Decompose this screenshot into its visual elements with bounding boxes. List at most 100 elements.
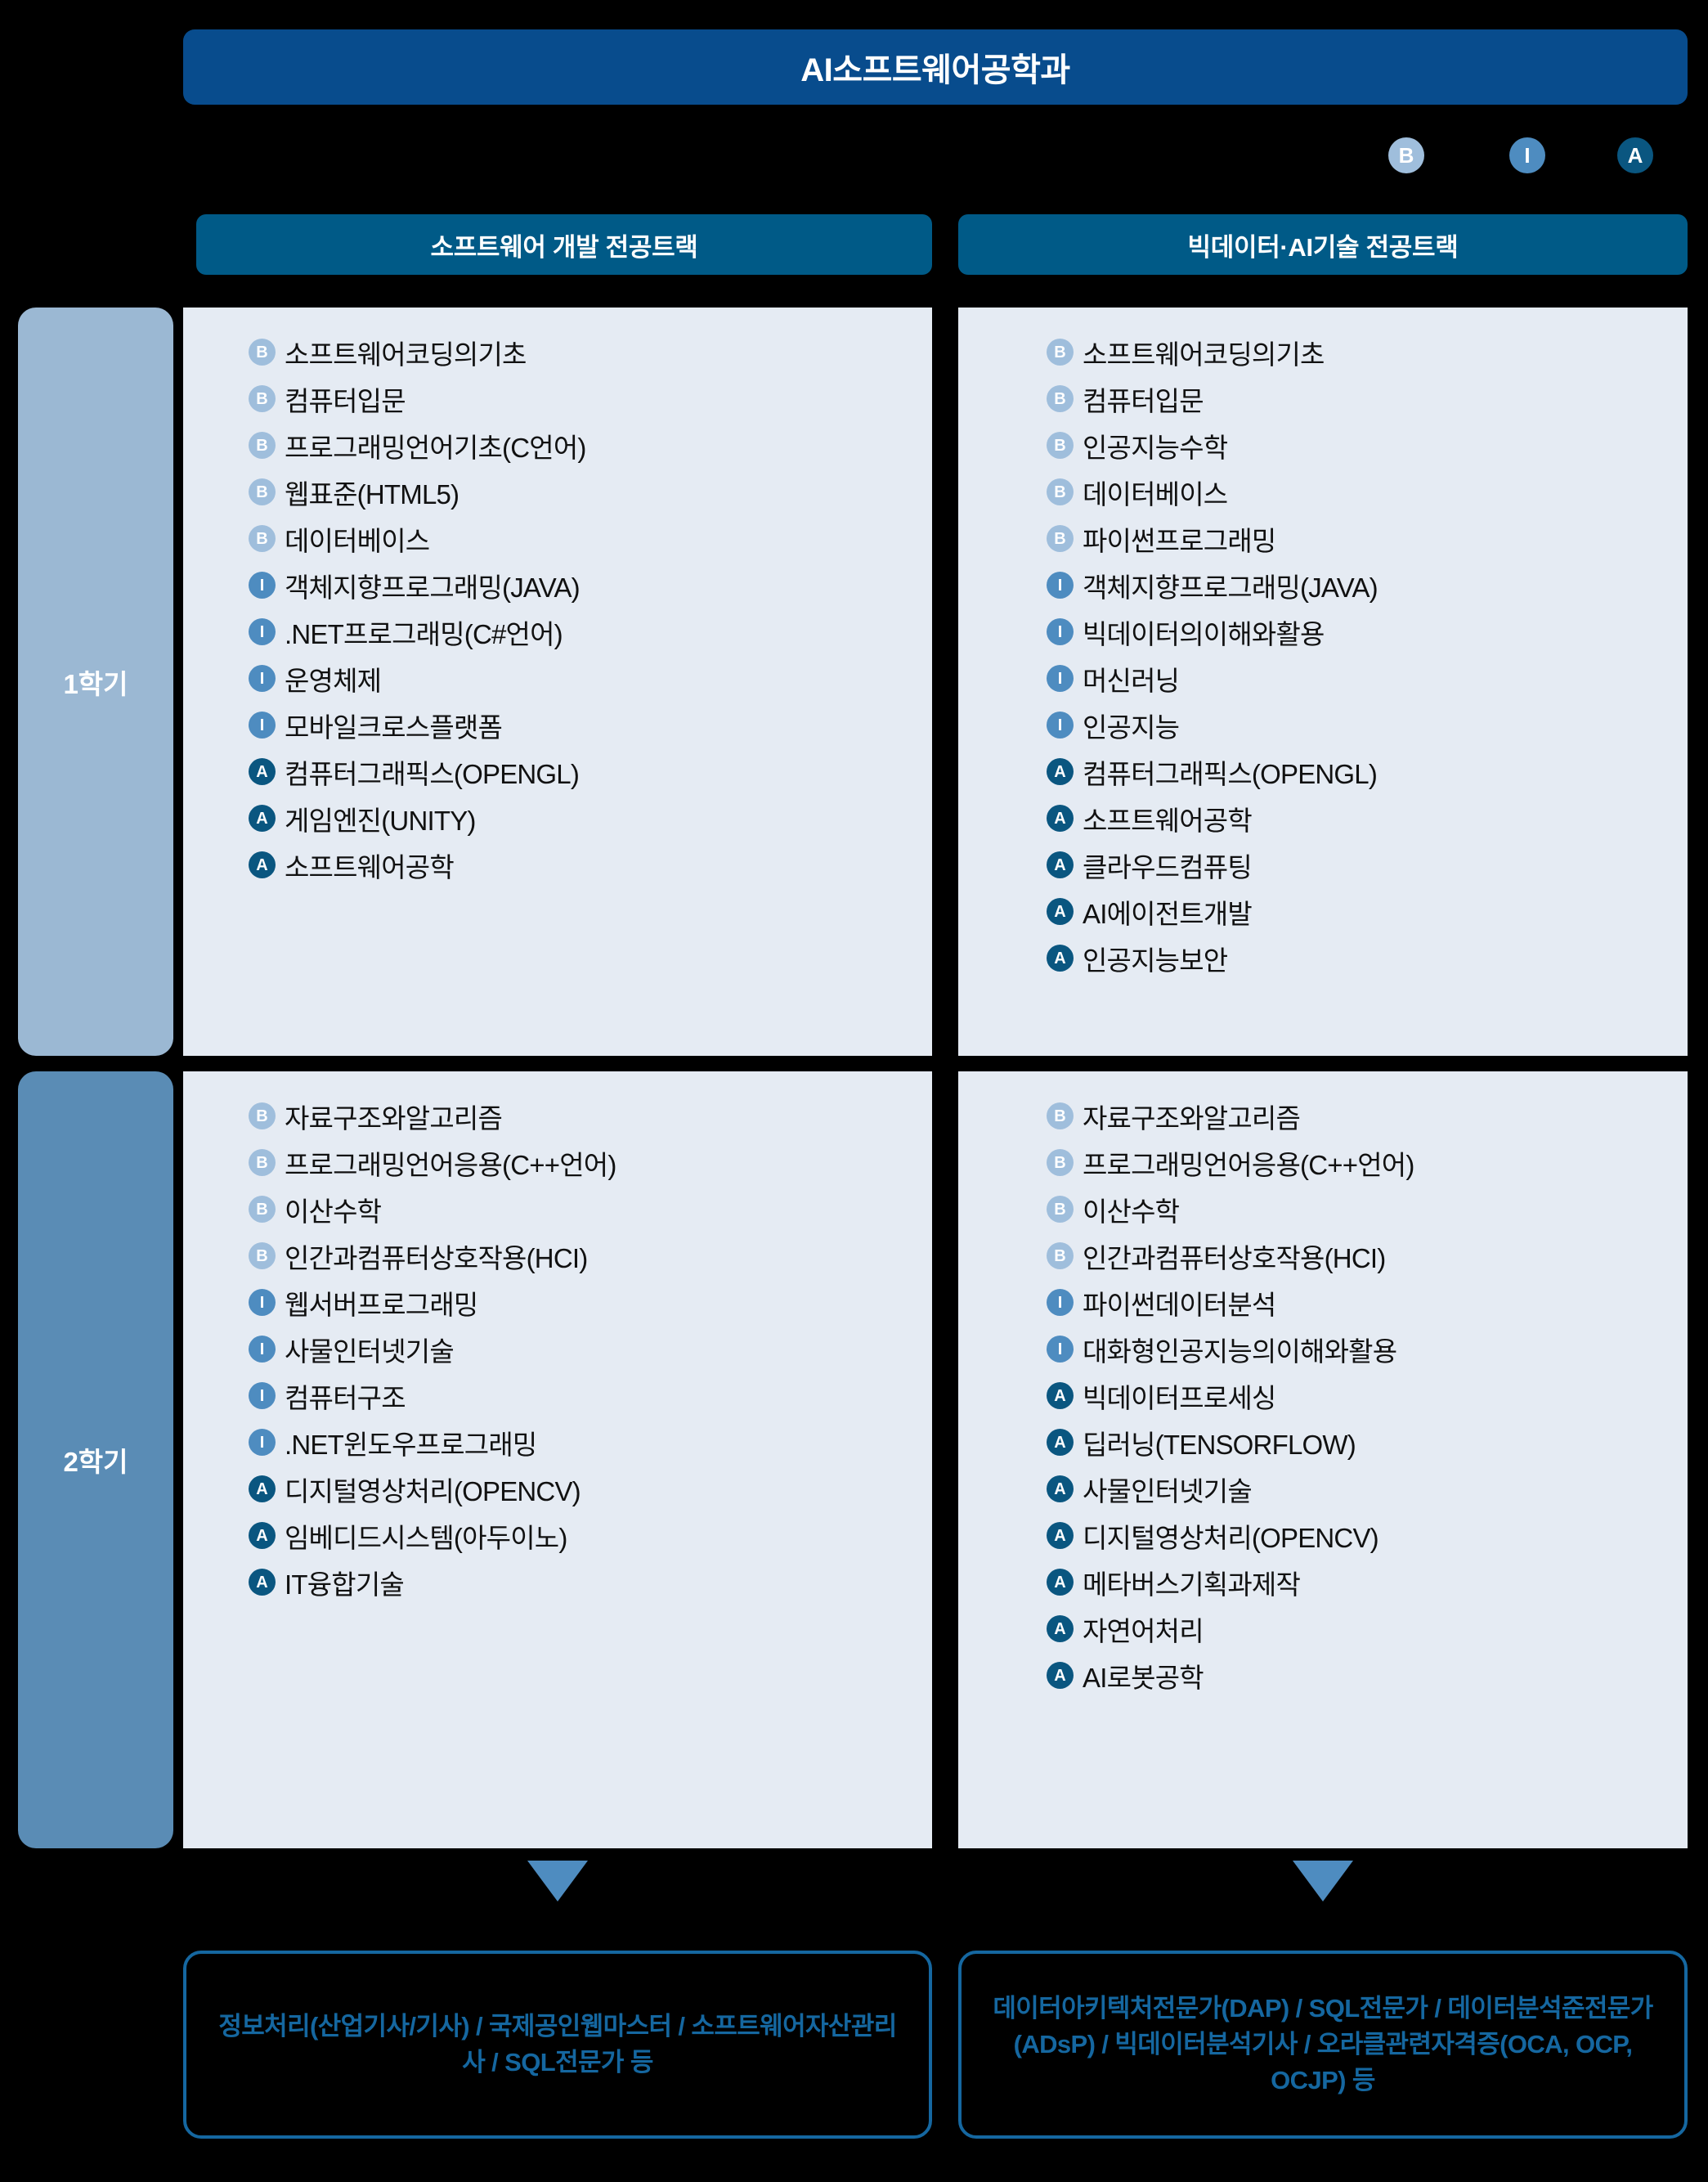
- course-name: 파이썬프로그래밍: [1083, 525, 1276, 556]
- course-level-badge-i: I: [1047, 572, 1074, 599]
- course-level-badge-a: A: [249, 758, 276, 785]
- course-name: 파이썬데이터분석: [1083, 1289, 1276, 1320]
- course-name: 컴퓨터입문: [285, 385, 406, 416]
- course-name: 인간과컴퓨터상호작용(HCI): [1083, 1242, 1386, 1273]
- course-name: 자연어처리: [1083, 1615, 1204, 1646]
- course-name: 웹표준(HTML5): [285, 478, 460, 510]
- course-name: 인공지능보안: [1083, 945, 1228, 976]
- course-level-badge-a: A: [249, 805, 276, 832]
- course-item[interactable]: I 파이썬데이터분석: [1047, 1279, 1688, 1326]
- course-item[interactable]: I.NET프로그래밍(C#언어): [249, 608, 932, 655]
- track-title: 빅데이터·AI기술 전공트랙: [1187, 232, 1459, 262]
- course-level-badge-a: A: [1047, 1382, 1074, 1409]
- course-name: 컴퓨터구조: [285, 1382, 406, 1413]
- course-name: AI로봇공학: [1083, 1662, 1204, 1693]
- semester-label-1: 1학기: [18, 308, 173, 1056]
- course-item[interactable]: A 컴퓨터그래픽스(OPENGL): [249, 748, 932, 795]
- course-level-badge-a: A: [249, 1522, 276, 1549]
- course-name: 웹서버프로그래밍: [285, 1289, 478, 1320]
- course-name: 데이터베이스: [285, 525, 430, 556]
- course-name: 빅데이터프로세싱: [1083, 1382, 1276, 1413]
- course-level-badge-a: A: [1047, 1429, 1074, 1456]
- course-level-badge-i: I: [249, 712, 276, 739]
- course-name: 프로그래밍언어응용(C++언어): [285, 1149, 616, 1180]
- course-level-badge-i: I: [249, 665, 276, 692]
- course-name: 프로그래밍언어응용(C++언어): [1083, 1149, 1414, 1180]
- course-item[interactable]: A 빅데이터프로세싱: [1047, 1372, 1688, 1419]
- course-level-badge-i: I: [1047, 1289, 1074, 1316]
- course-name: IT융합기술: [285, 1569, 405, 1600]
- legend: B I A: [1349, 137, 1660, 186]
- course-level-badge-i: I: [249, 1429, 276, 1456]
- course-level-badge-b: B: [1047, 1102, 1074, 1129]
- course-level-badge-b: B: [249, 339, 276, 366]
- course-item[interactable]: I 운영체제: [249, 655, 932, 702]
- page-title: AI소프트웨어공학과: [800, 52, 1070, 88]
- course-level-badge-b: B: [249, 1242, 276, 1269]
- course-name: 운영체제: [285, 665, 382, 696]
- track-header-bigdata-ai[interactable]: 빅데이터·AI기술 전공트랙: [958, 214, 1688, 275]
- course-name: .NET프로그래밍(C#언어): [285, 618, 563, 649]
- course-level-badge-i: I: [1047, 712, 1074, 739]
- legend-badge-basic: B: [1388, 137, 1424, 173]
- course-level-badge-b: B: [1047, 478, 1074, 505]
- legend-badge-intermediate: I: [1509, 137, 1545, 173]
- certification-text: 데이터아키텍처전문가(DAP) / SQL전문가 / 데이터분석준전문가(ADs…: [993, 1993, 1653, 2094]
- certification-box-bigdata-ai: 데이터아키텍처전문가(DAP) / SQL전문가 / 데이터분석준전문가(ADs…: [958, 1951, 1688, 2139]
- course-item[interactable]: I 웹서버프로그래밍: [249, 1279, 932, 1326]
- track-header-sw-dev[interactable]: 소프트웨어 개발 전공트랙: [196, 214, 932, 275]
- course-level-badge-b: B: [1047, 385, 1074, 412]
- department-title-bar: AI소프트웨어공학과: [183, 29, 1688, 105]
- course-level-badge-a: A: [249, 851, 276, 878]
- course-level-badge-b: B: [1047, 1196, 1074, 1223]
- course-item[interactable]: I.NET윈도우프로그래밍: [249, 1419, 932, 1466]
- course-level-badge-a: A: [1047, 1475, 1074, 1502]
- course-name: 컴퓨터그래픽스(OPENGL): [285, 758, 580, 789]
- course-level-badge-i: I: [249, 1289, 276, 1316]
